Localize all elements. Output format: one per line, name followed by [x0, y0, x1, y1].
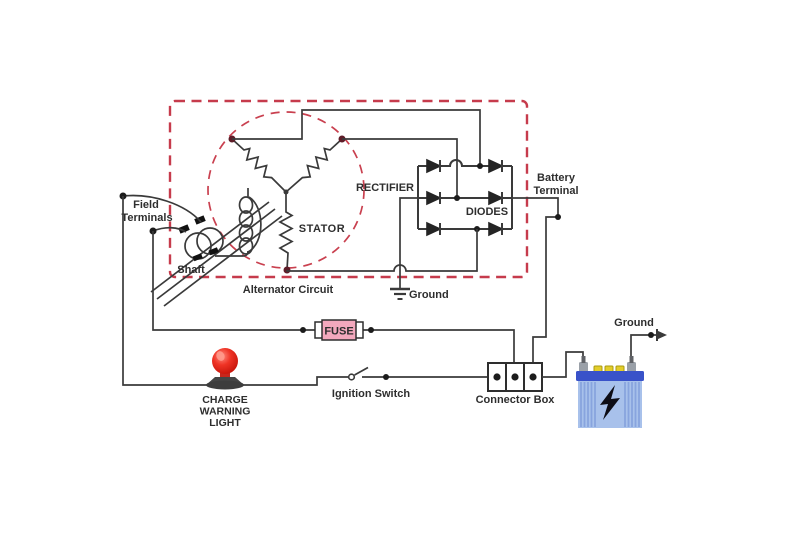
- battery-post: [579, 362, 588, 373]
- stator-winding-bottom: [278, 192, 294, 271]
- junction-dot: [477, 163, 483, 169]
- ground-label-battery: Ground: [614, 317, 654, 329]
- junction-dot: [648, 332, 654, 338]
- stator-label: STATOR: [299, 223, 345, 235]
- field-terminals: Field Terminals: [119, 192, 202, 235]
- charge-warning-light-label-line3: LIGHT: [209, 417, 241, 429]
- battery-post: [627, 362, 636, 373]
- lightning-bolt-icon: [600, 385, 620, 420]
- shaft-label: Shaft: [177, 264, 205, 276]
- rectifier-label: RECTIFIER: [356, 182, 414, 194]
- diodes-label: DIODES: [466, 206, 508, 218]
- charge-warning-light: CHARGE WARNING LIGHT: [200, 348, 251, 429]
- battery-terminal-wire: [512, 197, 559, 363]
- ground-label-alternator: Ground: [409, 289, 449, 301]
- battery-stripes: [580, 382, 640, 427]
- stator-node-center: [283, 189, 289, 195]
- battery-terminal-output: Battery Terminal: [512, 172, 579, 363]
- junction-dot: [555, 214, 561, 220]
- diode: [426, 158, 442, 174]
- battery-ground-wire: [630, 334, 657, 357]
- diode: [488, 158, 504, 174]
- stator-boundary-circle: [207, 111, 365, 269]
- coil-outline: [247, 196, 262, 253]
- connector-terminal: [511, 373, 519, 381]
- fuse-branch: FUSE: [152, 231, 515, 363]
- connector-to-battery-wire: [542, 351, 584, 378]
- rotor-assembly: Shaft: [150, 188, 283, 307]
- coil-loop: [238, 210, 254, 228]
- brush: [192, 253, 203, 262]
- ignition-switch-label: Ignition Switch: [332, 388, 410, 400]
- coil-return-wire: [215, 250, 249, 257]
- coil-loop: [238, 196, 254, 214]
- junction-dot: [368, 327, 374, 333]
- coil-loop: [238, 237, 254, 255]
- connector-box-label: Connector Box: [476, 394, 556, 406]
- ground-arrow-icon: [657, 330, 667, 340]
- field-terminals-label-line2: Terminals: [121, 212, 172, 224]
- alternator-boundary-box: [168, 99, 529, 279]
- stator-to-rectifier-mid-wire: [342, 138, 458, 198]
- charge-warning-light-label-line2: WARNING: [200, 406, 251, 418]
- junction-dot: [383, 374, 389, 380]
- stator-winding-left: [231, 138, 287, 193]
- stator-winding-right: [285, 138, 343, 193]
- connector-terminal: [529, 373, 537, 381]
- battery-terminal-label-line2: Terminal: [533, 185, 578, 197]
- diode: [426, 221, 442, 237]
- battery-post-tip: [581, 356, 586, 363]
- warning-light-wire: [122, 196, 349, 386]
- fuse-label: FUSE: [324, 326, 353, 338]
- brush: [208, 247, 219, 256]
- ground-wire: [399, 197, 418, 288]
- battery-top-band: [576, 371, 644, 381]
- shaft-line: [163, 215, 283, 307]
- battery-post-tip: [629, 356, 634, 363]
- light-base: [206, 380, 244, 390]
- fuse-body: [321, 319, 357, 341]
- alternator-ground: Ground: [390, 197, 449, 301]
- bulb-highlight: [216, 351, 225, 361]
- brush: [178, 224, 190, 234]
- ignition-branch: Ignition Switch: [122, 196, 488, 400]
- junction-dot: [454, 195, 460, 201]
- shaft-line: [156, 208, 276, 300]
- coil-loop: [238, 224, 254, 242]
- rectifier-block: RECTIFIER DIODES: [356, 158, 513, 237]
- field-terminals-label-line1: Field: [133, 199, 159, 211]
- connector-box: Connector Box: [476, 362, 556, 406]
- ignition-switch-pivot: [347, 373, 356, 381]
- bulb-stem: [220, 370, 230, 380]
- stator-bottom-wire: [286, 229, 478, 272]
- junction-dot: [300, 327, 306, 333]
- diode: [426, 190, 442, 206]
- rectifier-row-top: [418, 159, 512, 167]
- diode: [488, 190, 504, 206]
- fuse-wire-left: [152, 231, 315, 331]
- stator-windings: STATOR: [228, 135, 346, 274]
- connector-terminal: [493, 373, 501, 381]
- battery: Ground: [542, 317, 667, 428]
- ignition-switch-blade: [354, 366, 369, 376]
- warning-light-bulb: [212, 348, 238, 374]
- brush-wire-upper: [122, 194, 202, 223]
- fuse-wire-right: [363, 329, 515, 363]
- charge-warning-light-label-line1: CHARGE: [202, 394, 248, 406]
- diode: [488, 221, 504, 237]
- shaft-line: [150, 201, 270, 293]
- stator-to-rectifier-top-wire: [232, 109, 481, 166]
- alternator-circuit-label: Alternator Circuit: [243, 284, 334, 296]
- battery-terminal-label-line1: Battery: [537, 172, 576, 184]
